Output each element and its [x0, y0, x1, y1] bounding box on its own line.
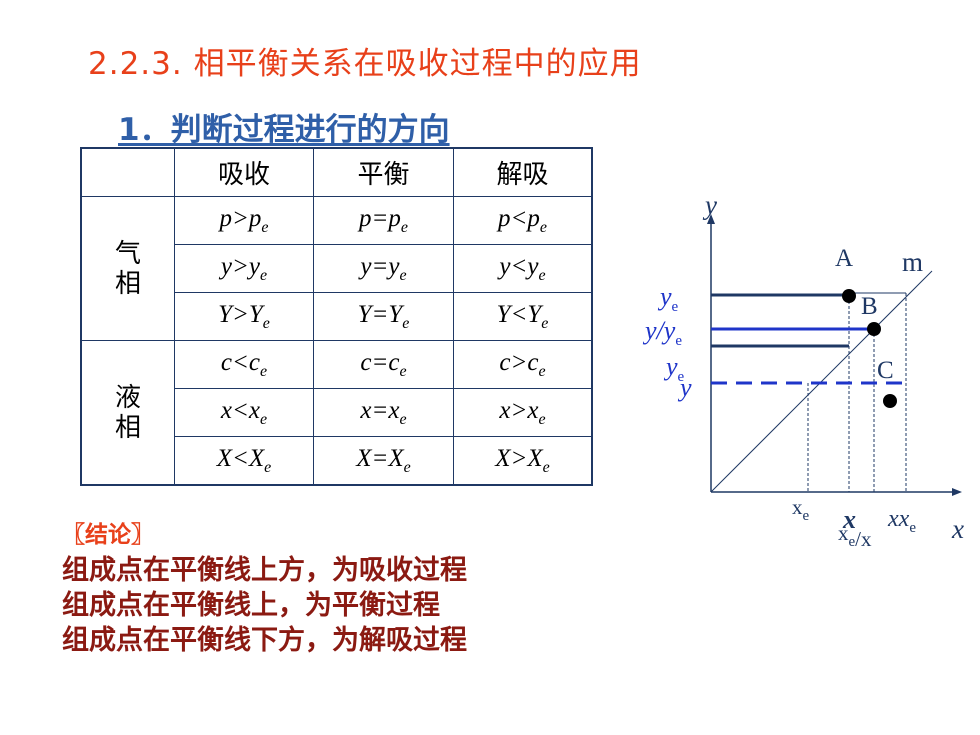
label-xe-x: xe/x	[838, 521, 872, 551]
label-x-right: xxe	[887, 506, 916, 536]
conclusion-line: 组成点在平衡线下方，为解吸过程	[62, 625, 467, 656]
conclusion-line: 组成点在平衡线上，为平衡过程	[62, 590, 440, 621]
table-cell: c<ce	[174, 340, 314, 389]
conclusion-tag: 〖结论〗	[62, 522, 154, 548]
table-cell: x=xe	[313, 388, 454, 437]
table-row: 液相 c<ce c=ce c>ce	[80, 340, 593, 486]
y-axis-arrow	[707, 214, 715, 224]
table-row: Y>Ye Y=Ye Y<Ye	[81, 292, 593, 341]
table-cell: X<Xe	[174, 436, 314, 486]
table-cell: Y=Ye	[313, 292, 454, 341]
conclusion-line: 组成点在平衡线上方，为吸收过程	[62, 555, 467, 586]
table-cell: c=ce	[313, 340, 454, 389]
point-c-label: C	[877, 357, 894, 384]
conclusion-block: 〖结论〗 组成点在平衡线上方，为吸收过程 组成点在平衡线上，为平衡过程 组成点在…	[62, 518, 467, 658]
gas-phase-label: 气相	[80, 196, 175, 341]
table-cell: X=Xe	[313, 436, 454, 486]
x-axis-label: x	[951, 514, 964, 544]
label-y-low: y	[677, 373, 692, 402]
x-axis-arrow	[952, 488, 962, 496]
label-xe-left: xe	[792, 495, 810, 524]
table-cell: x<xe	[174, 388, 314, 437]
point-a-label: A	[835, 245, 853, 272]
table-header-cell	[80, 147, 175, 197]
slide-title: 2.2.3. 相平衡关系在吸收过程中的应用	[88, 46, 642, 82]
table-cell: X>Xe	[453, 436, 593, 486]
y-axis-label: y	[702, 190, 717, 220]
table-cell: Y>Ye	[174, 292, 314, 341]
table-cell: Y<Ye	[453, 292, 593, 341]
section-subtitle: 1．判断过程进行的方向	[118, 112, 450, 148]
table-row: x<xe x=xe x>xe	[81, 388, 593, 437]
point-a	[842, 289, 856, 303]
table-header-cell: 解吸	[453, 147, 593, 197]
point-b	[867, 322, 881, 336]
table-cell: c>ce	[453, 340, 593, 389]
equilibrium-line-label: m	[902, 247, 923, 277]
comparison-table: 吸收 平衡 解吸 气相 p>pe p=pe p<pe y>ye y=ye y<y…	[80, 147, 593, 486]
table-header-cell: 平衡	[313, 147, 454, 197]
table-cell: p=pe	[313, 196, 454, 245]
label-x-mid: x	[842, 505, 856, 534]
table-row: X<Xe X=Xe X>Xe	[81, 436, 593, 486]
liquid-phase-label: 液相	[80, 340, 175, 486]
point-c	[883, 394, 897, 408]
table-cell: y=ye	[313, 244, 454, 293]
label-ye-low: ye	[663, 352, 685, 385]
table-cell: y>ye	[174, 244, 314, 293]
table-row: y>ye y=ye y<ye	[81, 244, 593, 293]
label-ye-top: ye	[657, 282, 679, 315]
point-b-label: B	[861, 293, 878, 320]
label-y-ye: y/ye	[642, 316, 682, 349]
table-cell: y<ye	[453, 244, 593, 293]
table-cell: x>xe	[453, 388, 593, 437]
